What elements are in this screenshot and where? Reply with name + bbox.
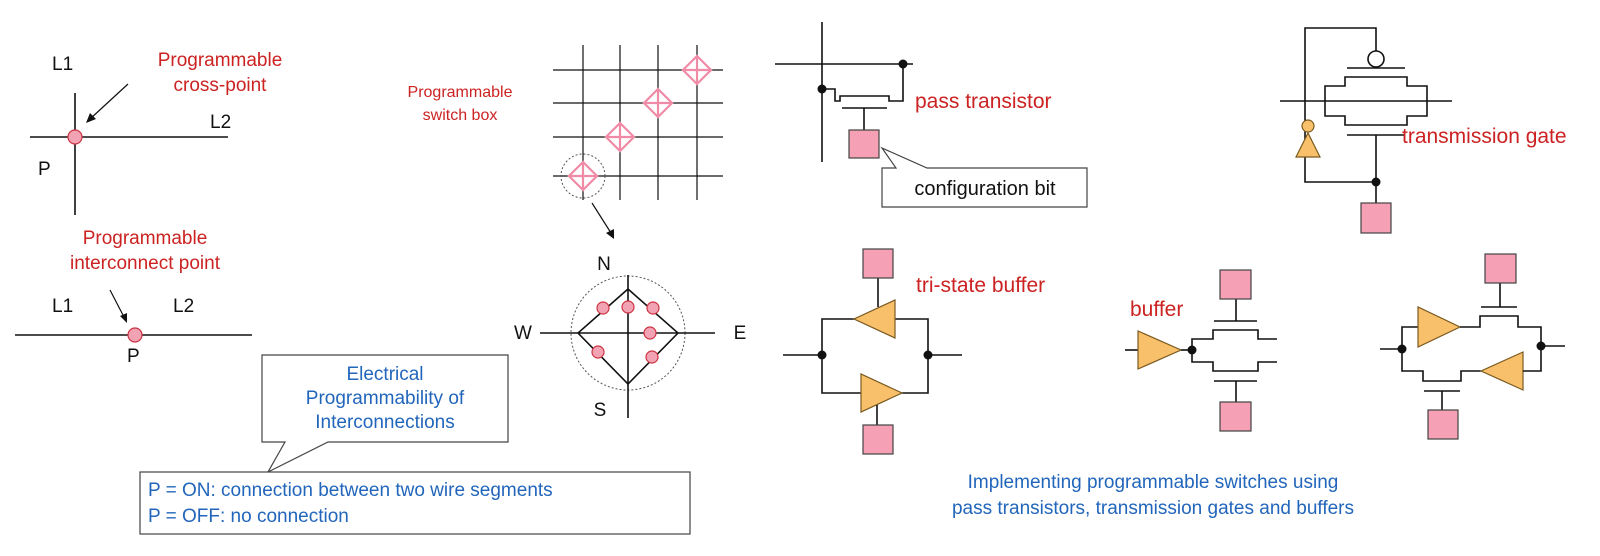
bidir-lower-transistor [1401, 349, 1481, 382]
tristate-config-bit-bottom [862, 424, 894, 455]
bidir-buffer-lower [1479, 351, 1524, 391]
switch-box-highlight-circle [560, 153, 606, 199]
bidir-buffer-upper [1417, 306, 1462, 348]
east-label: E [734, 323, 747, 344]
tgate-inverter [1295, 131, 1321, 158]
config-bit-label: configuration bit [914, 178, 1056, 200]
switch-box-diamond-3 [642, 87, 674, 119]
switch-box-grid-figure: Programmable switch box [408, 45, 723, 239]
switch-detail-diamond [576, 287, 680, 386]
buffer-triangle [1137, 330, 1183, 370]
switch-detail-dot-nw [596, 301, 610, 315]
interconnect-switch-dot [127, 327, 143, 343]
switch-detail-dot-e [643, 326, 657, 340]
p-off-definition: P = OFF: no connection [148, 506, 349, 527]
electrical-callout-line3: Interconnections [315, 412, 454, 433]
on-off-definition-box: P = ON: connection between two wire segm… [139, 471, 691, 535]
cross-point-L2-label: L2 [210, 112, 231, 133]
interconnect-title-line1: Programmable [83, 228, 208, 249]
switch-box-detail-figure: N S W E [514, 254, 746, 421]
pass-transistor-figure: pass transistor configuration bit [775, 22, 1088, 208]
interconnect-pointer-arrow [109, 289, 125, 318]
switch-box-diamond-1 [567, 160, 599, 192]
switch-detail-dot-n [621, 300, 635, 314]
tgate-nmos-channel [1324, 101, 1428, 126]
switch-box-zoom-arrow [591, 202, 612, 234]
buffer-config-bit-bottom [1219, 401, 1252, 432]
switch-box-diamond-2 [604, 121, 636, 153]
bidirectional-buffer-figure [1380, 253, 1565, 440]
pass-transistor-channel [822, 64, 904, 102]
summary-caption-line1: Implementing programmable switches using [968, 472, 1339, 493]
switch-detail-dot-sw [591, 345, 605, 359]
config-bit-callout [880, 146, 1088, 208]
switch-box-title-line2: switch box [423, 107, 498, 124]
buffer-pass-figure: buffer [1125, 269, 1277, 432]
cross-point-title-line2: cross-point [174, 75, 268, 96]
switch-detail-dot-se [645, 350, 659, 364]
tristate-junction-left [817, 350, 827, 360]
tri-state-buffer-figure: tri-state buffer [783, 248, 1045, 455]
pass-transistor-label: pass transistor [915, 90, 1052, 113]
tristate-junction-right [923, 350, 933, 360]
on-off-box-frame [139, 471, 691, 535]
switch-detail-dot-ne [646, 301, 660, 315]
cross-point-figure: Programmable cross-point L1 L2 P [30, 50, 282, 215]
switch-box-diamond-4 [681, 54, 713, 86]
electrical-programmability-callout: Electrical Programmability of Interconne… [261, 354, 509, 474]
electrical-callout-line2: Programmability of [306, 388, 465, 409]
transmission-gate-figure: transmission gate [1280, 27, 1567, 234]
tgate-junction [1371, 177, 1381, 187]
transmission-gate-label: transmission gate [1402, 125, 1567, 148]
switch-box-title-line1: Programmable [408, 84, 513, 101]
tristate-buffer-upper [852, 299, 896, 339]
bidir-config-bit-top [1484, 253, 1517, 284]
north-label: N [597, 254, 611, 275]
pass-config-bit [848, 129, 880, 159]
interconnect-L1-label: L1 [52, 296, 73, 317]
cross-point-pointer-arrow [89, 83, 129, 120]
summary-caption-line2: pass transistors, transmission gates and… [952, 498, 1354, 519]
buffer-config-bit-top [1219, 269, 1252, 300]
bidir-upper-left [1401, 326, 1418, 349]
electrical-callout-line1: Electrical [346, 364, 423, 385]
buffer-label: buffer [1130, 298, 1183, 321]
buffer-lower-transistor [1191, 350, 1277, 372]
west-label: W [514, 323, 532, 344]
tristate-buffer-lower [860, 373, 904, 413]
tgate-control-wire [1304, 27, 1377, 183]
interconnect-arrow-head [120, 313, 127, 323]
interconnect-P-label: P [127, 346, 140, 367]
tgate-pmos-channel [1324, 76, 1428, 101]
tri-state-buffer-label: tri-state buffer [916, 274, 1045, 297]
tgate-config-bit [1360, 202, 1392, 234]
cross-point-switch-dot [67, 129, 83, 145]
tristate-config-bit-top [862, 248, 894, 279]
cross-point-title-line1: Programmable [158, 50, 283, 71]
electrical-callout-bubble [261, 354, 509, 474]
cross-point-arrow-head [86, 113, 96, 123]
buffer-upper-transistor [1191, 329, 1277, 350]
cross-point-P-label: P [38, 159, 51, 180]
tgate-inversion-bubble [1367, 50, 1385, 68]
p-on-definition: P = ON: connection between two wire segm… [148, 480, 553, 501]
bidir-upper-transistor [1460, 315, 1542, 346]
switch-box-zoom-arrow-head [606, 229, 614, 239]
bidir-lower-right [1523, 346, 1542, 372]
interconnect-title-line2: interconnect point [70, 253, 221, 274]
tgate-inverter-bubble [1301, 119, 1315, 133]
cross-point-L1-label: L1 [52, 54, 73, 75]
interconnect-point-figure: Programmable interconnect point L1 L2 P [15, 228, 252, 367]
bidir-config-bit-bottom [1427, 409, 1459, 440]
interconnect-L2-label: L2 [173, 296, 194, 317]
south-label: S [594, 400, 607, 421]
